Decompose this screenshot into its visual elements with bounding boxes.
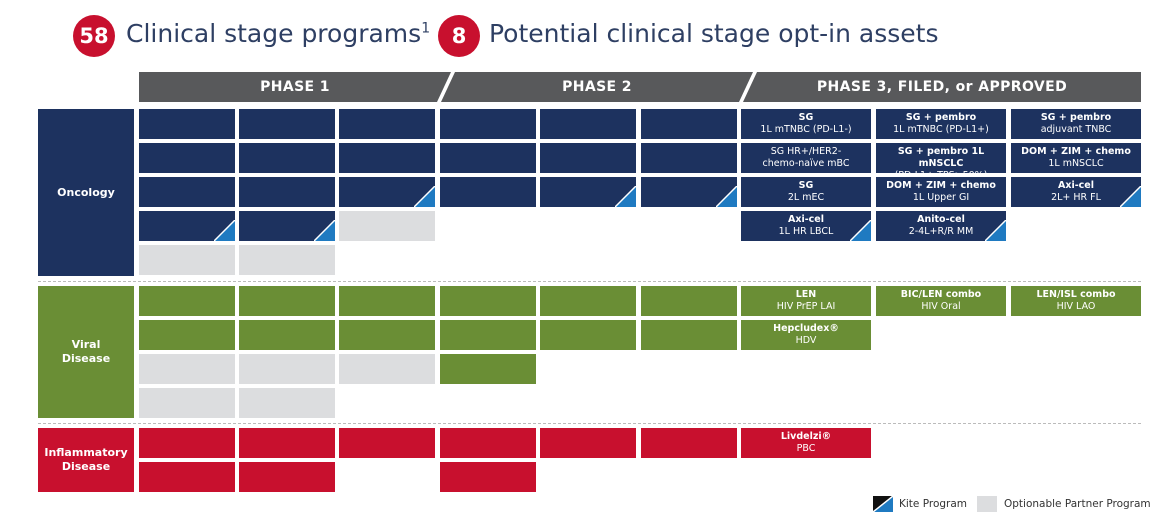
program-cell xyxy=(440,320,536,350)
kite-corner-icon xyxy=(615,186,636,207)
optionable-program-cell xyxy=(239,388,335,418)
area-oncology: Oncology xyxy=(38,109,134,276)
programs-count-badge: 58 xyxy=(73,15,115,57)
program-cell xyxy=(641,428,737,458)
phase-2-header: PHASE 2 xyxy=(441,72,753,102)
program-cell xyxy=(440,109,536,139)
asset-cell: Hepcludex®HDV xyxy=(741,320,871,350)
kite-corner-icon xyxy=(850,220,871,241)
program-cell xyxy=(641,109,737,139)
program-cell xyxy=(540,320,636,350)
program-cell xyxy=(139,428,235,458)
program-cell xyxy=(139,320,235,350)
kite-corner-icon xyxy=(214,220,235,241)
program-cell xyxy=(239,286,335,316)
kite-corner-icon xyxy=(985,220,1006,241)
kite-program-cell xyxy=(139,211,235,241)
program-cell xyxy=(540,143,636,173)
program-cell xyxy=(239,428,335,458)
asset-cell: SG + pembro 1L mNSCLC(PD-L1+ TPS≥50%) xyxy=(876,143,1006,181)
program-cell xyxy=(239,462,335,492)
kite-program-cell xyxy=(641,177,737,207)
phase-1-header: PHASE 1 xyxy=(139,72,451,102)
program-cell xyxy=(139,462,235,492)
program-cell xyxy=(641,286,737,316)
phase-3-header: PHASE 3, FILED, or APPROVED xyxy=(743,72,1141,102)
section-divider xyxy=(38,281,1141,282)
program-cell xyxy=(339,428,435,458)
program-cell xyxy=(239,320,335,350)
program-cell xyxy=(239,177,335,207)
kite-program-cell xyxy=(540,177,636,207)
footnote-marker: 1 xyxy=(421,20,431,37)
program-cell xyxy=(440,143,536,173)
program-cell xyxy=(139,109,235,139)
optionable-program-cell xyxy=(339,211,435,241)
program-cell xyxy=(540,109,636,139)
kite-corner-icon xyxy=(314,220,335,241)
program-cell xyxy=(139,177,235,207)
asset-cell: SG HR+/HER2-chemo-naïve mBC xyxy=(741,143,871,173)
optionable-program-cell xyxy=(339,354,435,384)
kite-legend-icon xyxy=(873,496,893,512)
program-cell xyxy=(440,428,536,458)
program-cell xyxy=(339,143,435,173)
kite-program-cell xyxy=(339,177,435,207)
program-cell xyxy=(239,143,335,173)
program-cell xyxy=(239,109,335,139)
kite-corner-icon xyxy=(414,186,435,207)
optionable-program-cell xyxy=(139,245,235,275)
program-cell xyxy=(440,354,536,384)
optionable-program-cell xyxy=(239,354,335,384)
optionable-program-cell xyxy=(239,245,335,275)
program-cell xyxy=(440,462,536,492)
program-cell xyxy=(641,320,737,350)
program-cell xyxy=(540,428,636,458)
opt-in-label: Potential clinical stage opt-in assets xyxy=(489,19,939,48)
opt-in-count-badge: 8 xyxy=(438,15,480,57)
program-cell xyxy=(440,286,536,316)
optionable-program-cell xyxy=(139,388,235,418)
optionable-legend-swatch xyxy=(977,496,997,512)
optionable-legend-label: Optionable Partner Program xyxy=(1004,498,1151,510)
program-cell xyxy=(339,320,435,350)
optionable-program-cell xyxy=(139,354,235,384)
program-cell xyxy=(139,143,235,173)
program-cell xyxy=(540,286,636,316)
kite-program-cell xyxy=(239,211,335,241)
program-cell xyxy=(139,286,235,316)
kite-corner-icon xyxy=(1120,186,1141,207)
asset-cell: Livdelzi®PBC xyxy=(741,428,871,458)
program-cell xyxy=(339,286,435,316)
program-cell xyxy=(641,143,737,173)
kite-legend-label: Kite Program xyxy=(899,498,968,510)
kite-corner-icon xyxy=(716,186,737,207)
section-divider xyxy=(38,423,1141,424)
program-cell xyxy=(440,177,536,207)
program-cell xyxy=(339,109,435,139)
programs-label: Clinical stage programs1 xyxy=(126,19,431,48)
